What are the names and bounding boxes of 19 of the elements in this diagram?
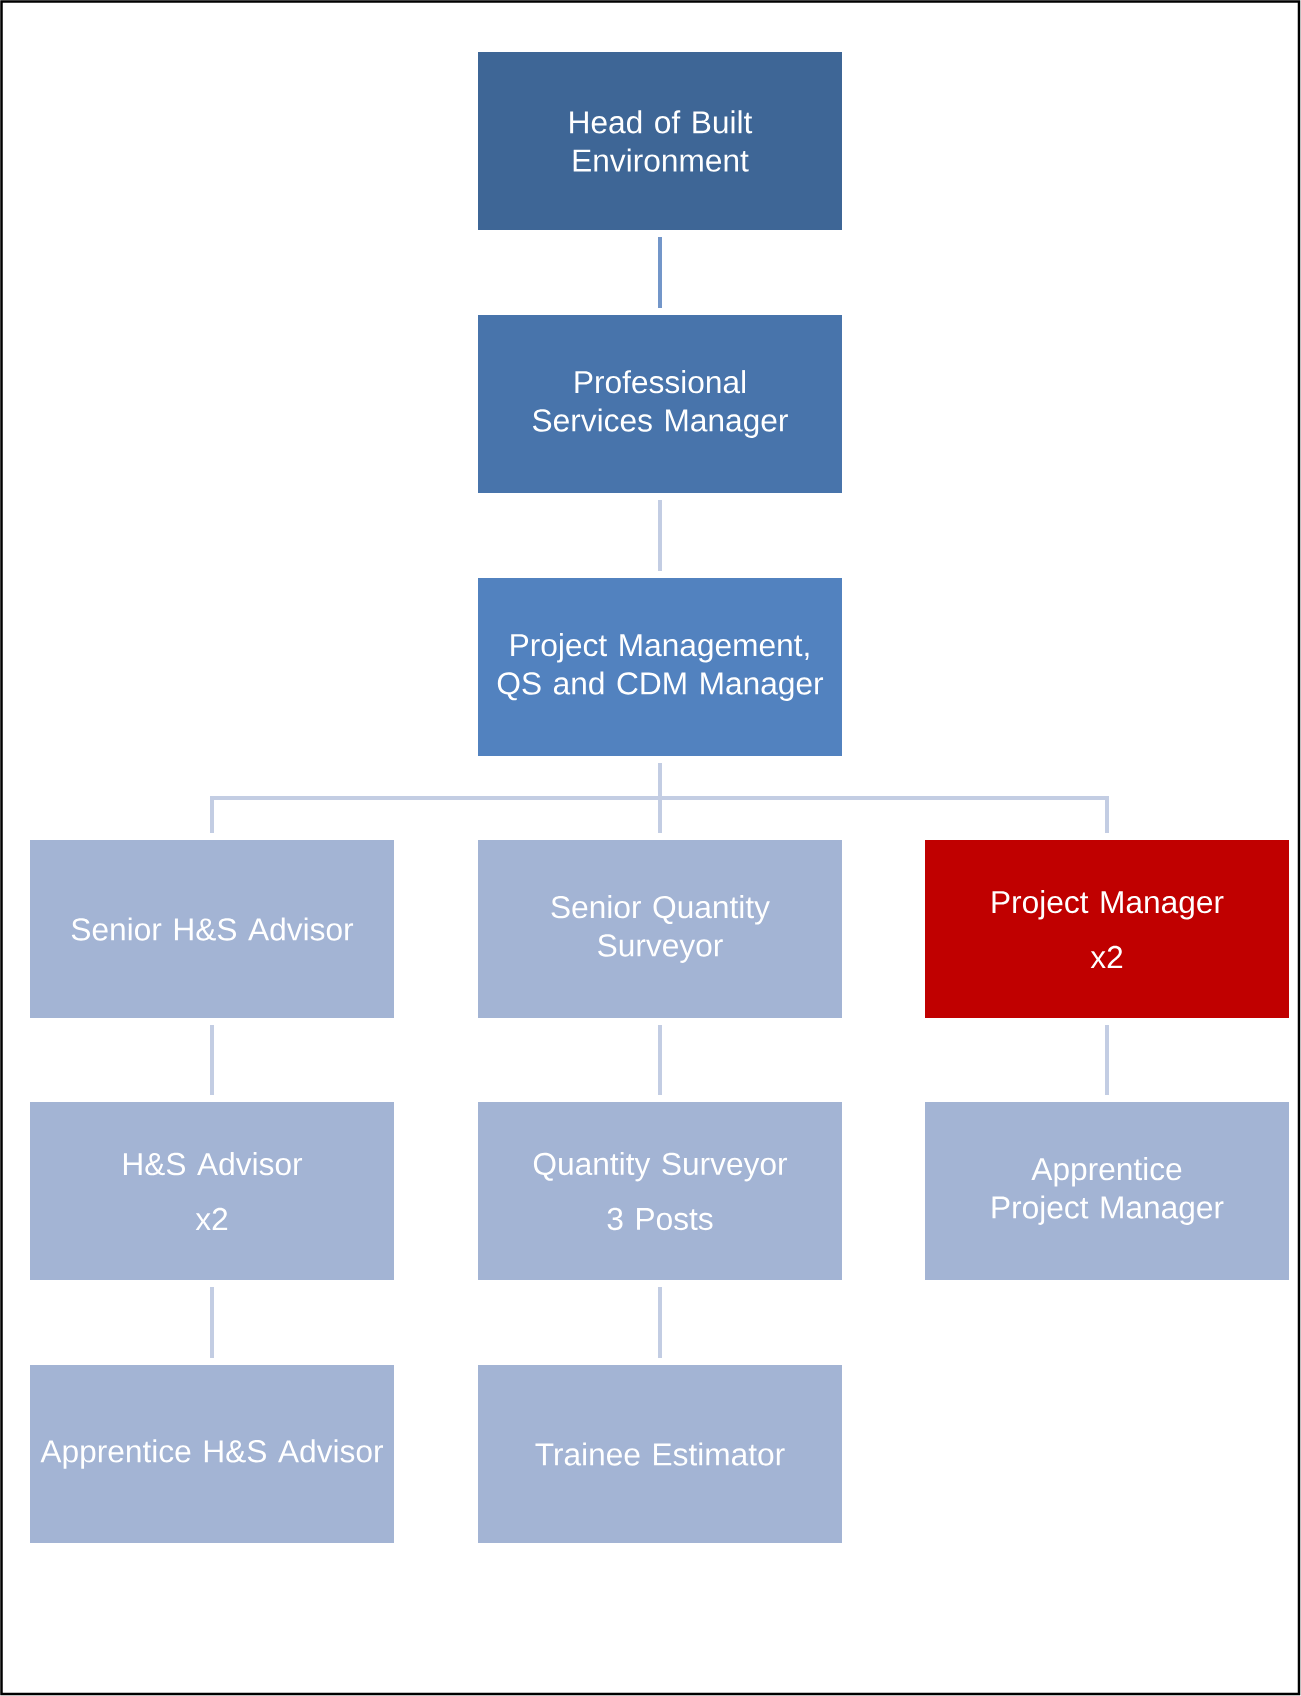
connector-line xyxy=(210,1287,214,1358)
org-box: Head of Built Environment xyxy=(478,52,842,230)
connector-line xyxy=(210,1025,214,1095)
org-box: Project Management, QS and CDM Manager xyxy=(478,578,842,756)
org-box: Apprentice H&S Advisor xyxy=(30,1365,394,1543)
connector-line xyxy=(658,763,1109,833)
connector-line xyxy=(1105,1025,1109,1095)
connector-line xyxy=(658,500,662,571)
org-box: Senior Quantity Surveyor xyxy=(478,840,842,1018)
org-box: H&S Advisor x2 xyxy=(30,1102,394,1280)
org-box: Professional Services Manager xyxy=(478,315,842,493)
org-box: Senior H&S Advisor xyxy=(30,840,394,1018)
connector-line xyxy=(658,1025,662,1095)
org-box: Quantity Surveyor 3 Posts xyxy=(478,1102,842,1280)
connector-line xyxy=(658,237,662,308)
org-box: Project Manager x2 xyxy=(925,840,1289,1018)
connector-line xyxy=(658,1287,662,1358)
org-box: Apprentice Project Manager xyxy=(925,1102,1289,1280)
org-box: Trainee Estimator xyxy=(478,1365,842,1543)
